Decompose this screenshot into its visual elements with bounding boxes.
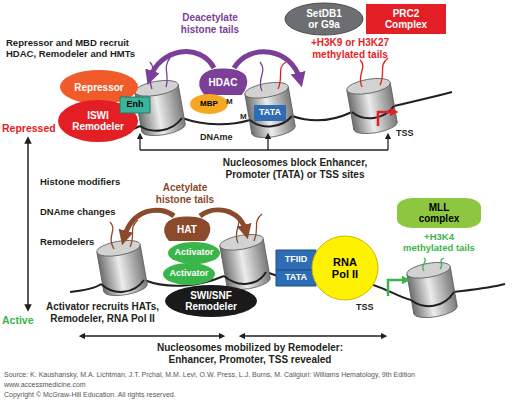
- polymerase-ellipse-shape: [312, 236, 378, 300]
- mechanism-label: DNAme changes: [40, 206, 116, 217]
- histone-tail: [380, 58, 388, 85]
- nucleosome: [406, 260, 459, 321]
- dna-wrap: [224, 272, 266, 284]
- promoter-box-shape: [254, 105, 286, 121]
- mechanism-label: Remodelers: [40, 236, 94, 247]
- site-label: TSS: [356, 302, 374, 313]
- mechanism-caption: Activator recruits HATs, Remodeler, RNA …: [40, 301, 165, 325]
- nucleosome: [219, 232, 272, 293]
- site-pointer: [139, 136, 140, 150]
- activator-ellipse-shape: [163, 263, 215, 285]
- span-arrow: [82, 335, 222, 336]
- node-text: Activator: [169, 269, 208, 279]
- dna-strand: [182, 118, 250, 124]
- histone-tail: [260, 62, 263, 91]
- modification-label: +H3K4 methylated tails: [400, 231, 478, 254]
- node-text: Activator: [174, 248, 213, 258]
- bracket-caption: Nucleosomes block Enhancer, Promoter (TA…: [215, 157, 375, 181]
- state-label: Repressed: [2, 122, 56, 135]
- dna-strand: [454, 284, 505, 292]
- promoter-box: TATA: [254, 105, 286, 121]
- binding-protein-ellipse: MBP: [190, 94, 228, 114]
- node-text: PRC2 Complex: [378, 8, 434, 30]
- action-label: Acetylate histone tails: [150, 182, 220, 206]
- promoter-box: TATA: [276, 270, 316, 286]
- mechanism-label: Histone modifiers: [40, 176, 120, 187]
- histone-tail: [166, 58, 170, 87]
- nucleosome: [346, 76, 399, 137]
- source-note: www.accessmedicine.com: [4, 381, 86, 389]
- mechanism-caption: Repressor and MBD recruit HDAC, Remodele…: [6, 37, 146, 60]
- dna-wrap: [140, 118, 182, 131]
- bracket-caption: Nucleosomes mobilized by Remodeler: Enha…: [150, 342, 350, 366]
- polymerase-ellipse: RNA Pol II: [312, 236, 378, 300]
- histone-tail: [360, 60, 363, 87]
- factor-box-shape: [276, 250, 316, 270]
- activator-ellipse-shape: [168, 242, 220, 264]
- node-text: Repressor: [74, 82, 123, 93]
- tss-arrow: [388, 280, 406, 296]
- activator-ellipse: Activator: [168, 242, 220, 264]
- binding-protein-ellipse-shape: [190, 94, 228, 114]
- complex-box-shape: [366, 4, 446, 34]
- histone-tail: [278, 62, 286, 89]
- node-text: MBP: [200, 100, 218, 109]
- complex-box-shape: [397, 198, 481, 228]
- histone-tail: [440, 258, 444, 269]
- enzyme-shape: HDAC: [197, 68, 249, 96]
- activator-ellipse: Activator: [163, 263, 215, 285]
- dna-label: DNAme: [200, 132, 233, 143]
- methyl-mark: M: [226, 97, 233, 107]
- dna-wrap: [101, 280, 144, 292]
- site-label: TSS: [396, 128, 414, 139]
- dna-strand: [292, 112, 352, 120]
- tss-arrow: [378, 112, 394, 126]
- nucleosome: [244, 80, 297, 141]
- node-text: MLL complex: [414, 202, 464, 224]
- site-pointer: [267, 136, 268, 150]
- promoter-box-shape: [276, 270, 316, 286]
- state-label: Active: [2, 314, 34, 327]
- node-text: TFIID: [285, 255, 308, 265]
- enzyme-shape: HAT: [162, 216, 212, 242]
- factor-box: TFIID: [276, 250, 316, 270]
- methyl-mark: M: [240, 112, 247, 122]
- dna-wrap: [411, 292, 454, 306]
- histone-tail: [110, 222, 114, 249]
- node-text: HAT: [177, 224, 197, 235]
- node-text: ISWI Remodeler: [68, 110, 128, 132]
- node-text: TATA: [259, 108, 281, 118]
- node-text: SetDB1 or G9a: [302, 8, 346, 30]
- source-note: Source: K. Kaushansky, M.A. Lichtman, J.…: [4, 371, 415, 379]
- state-arrow: [27, 140, 29, 308]
- enhancer-box: Enh: [120, 97, 150, 113]
- enhancer-box-shape: [120, 97, 150, 113]
- remodeler-ellipse-shape: [165, 285, 257, 317]
- remodeler-ellipse: SWI/SNF Remodeler: [165, 285, 257, 317]
- modification-label: +H3K9 or H3K27 methylated tails: [300, 37, 400, 61]
- dna-strand: [394, 92, 452, 106]
- action-label: Deacetylate histone tails: [170, 12, 250, 36]
- enzyme-shape-shape: [164, 216, 210, 240]
- node-text: RNA Pol II: [325, 256, 365, 280]
- site-pointer: [387, 136, 388, 150]
- node-text: SWI/SNF Remodeler: [181, 290, 241, 312]
- enzyme-ellipse: SetDB1 or G9a: [285, 3, 363, 35]
- node-text: HDAC: [209, 77, 238, 88]
- histone-tail: [423, 258, 426, 271]
- enzyme-shape-shape: [199, 69, 247, 95]
- complex-box: PRC2 Complex: [366, 4, 446, 34]
- dna-strand: [70, 284, 101, 292]
- histone-tail: [254, 214, 262, 241]
- span-arrow: [242, 335, 384, 336]
- enzyme-ellipse-shape: [285, 3, 363, 35]
- node-text: TATA: [285, 273, 307, 283]
- source-note: Copyright © McGraw-Hill Education. All r…: [4, 391, 176, 399]
- site-bracket: [140, 149, 388, 150]
- nucleosome: [96, 238, 149, 299]
- node-text: Enh: [127, 100, 144, 110]
- complex-box: MLL complex: [397, 198, 481, 228]
